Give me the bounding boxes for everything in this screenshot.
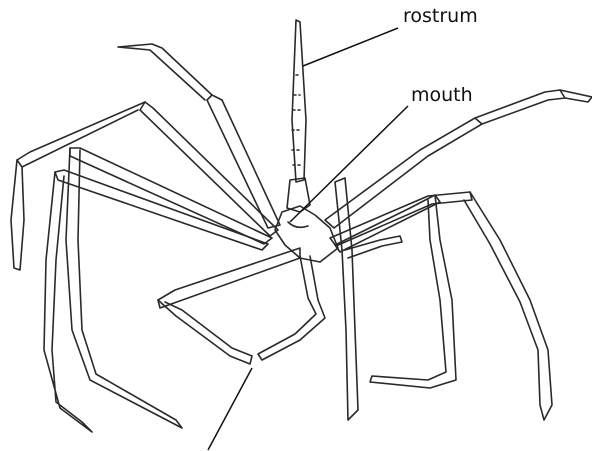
leg-left-4 (44, 170, 268, 432)
leg-upper-right-1 (325, 90, 592, 228)
leg-front-loop (158, 248, 325, 364)
mouth-pointer (290, 106, 408, 222)
leg-upper-left-1 (118, 44, 280, 228)
claw-pointer (208, 368, 252, 450)
leg-left-3 (66, 148, 272, 428)
leg-upper-left-2 (11, 102, 278, 270)
rostrum (287, 20, 310, 212)
mouth-label: mouth (411, 86, 473, 105)
rostrum-label: rostrum (403, 7, 478, 26)
rostrum-pointer (303, 28, 398, 66)
